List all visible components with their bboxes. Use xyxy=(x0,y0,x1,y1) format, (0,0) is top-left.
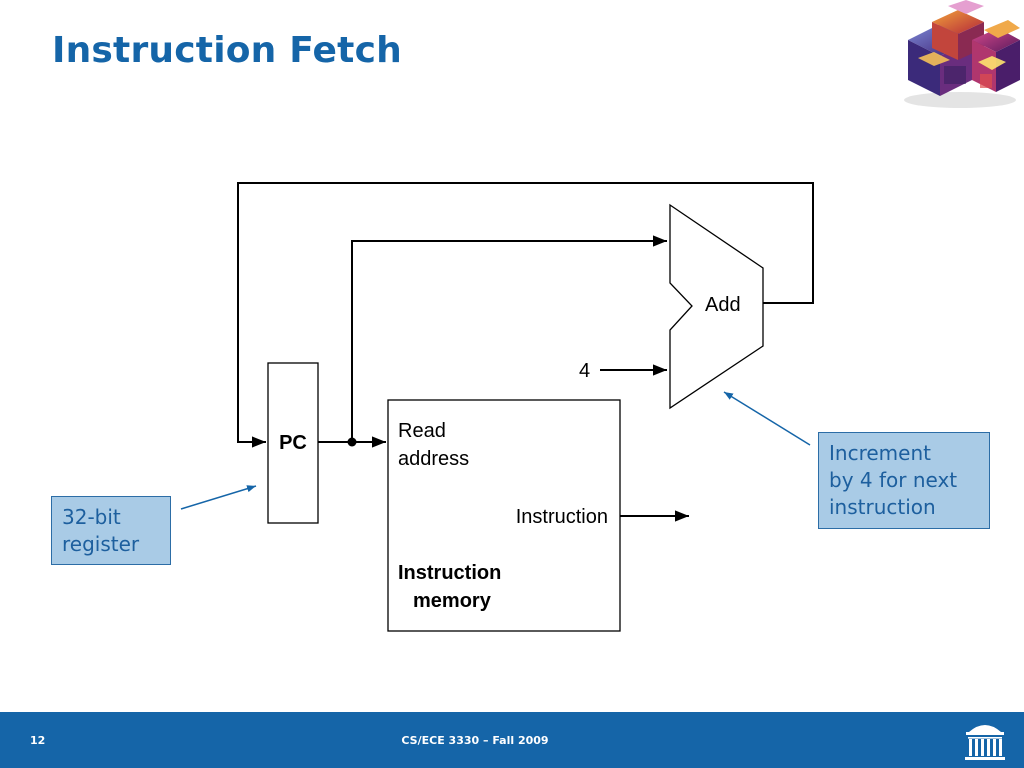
constant-four-label: 4 xyxy=(579,360,590,382)
pc-label: PC xyxy=(279,432,307,454)
memory-title-line2: memory xyxy=(413,590,492,612)
increment-callout-line2: by 4 for next xyxy=(829,468,958,492)
register-callout: 32-bit register xyxy=(51,496,171,565)
address-label: address xyxy=(398,448,469,470)
increment-callout-pointer xyxy=(723,391,811,446)
course-label: CS/ECE 3330 – Fall 2009 xyxy=(401,734,549,747)
instruction-memory xyxy=(387,399,621,632)
footer-bar: 12 CS/ECE 3330 – Fall 2009 xyxy=(0,712,1024,768)
instruction-output-label: Instruction xyxy=(516,506,608,528)
register-callout-line1: 32-bit xyxy=(62,505,121,529)
increment-callout: Increment by 4 for next instruction xyxy=(818,432,990,529)
slide-number: 12 xyxy=(30,734,46,747)
instruction-fetch-diagram: PC Add 4 Read address Instruction Instru… xyxy=(180,182,814,632)
register-callout-pointer xyxy=(180,485,257,510)
register-callout-line2: register xyxy=(62,532,140,556)
adder-alu xyxy=(669,203,764,410)
colorful-cube-logo-icon xyxy=(904,0,1020,108)
adder-label: Add xyxy=(705,294,741,316)
read-label: Read xyxy=(398,420,446,442)
increment-callout-line3: instruction xyxy=(829,495,936,519)
pc-to-adder-wire xyxy=(351,235,667,442)
rotunda-icon xyxy=(965,725,1005,760)
feedback-wire xyxy=(237,182,814,448)
page-title: Instruction Fetch xyxy=(52,30,402,71)
memory-title-line1: Instruction xyxy=(398,562,501,584)
increment-callout-line1: Increment xyxy=(829,441,931,465)
pc-register xyxy=(267,362,319,524)
